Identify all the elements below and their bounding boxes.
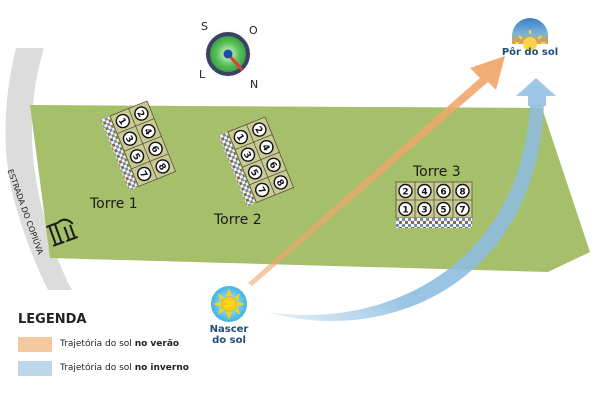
unit-marker (233, 129, 249, 145)
unit-number: 6 (440, 188, 446, 198)
compass-east-label: L (199, 68, 206, 81)
sunrise-icon (211, 286, 247, 322)
unit-number: 6 (266, 160, 278, 171)
summer-swatch (18, 336, 52, 352)
unit-marker (240, 147, 256, 162)
unit-marker (259, 139, 274, 155)
unit-number: 1 (234, 133, 246, 144)
unit-marker (436, 201, 451, 217)
unit-number: 7 (459, 206, 465, 216)
unit-marker (122, 131, 138, 146)
unit-number: 8 (459, 188, 465, 198)
unit-number: 4 (259, 143, 271, 154)
unit-marker (417, 201, 432, 217)
unit-number: 3 (241, 150, 253, 161)
unit-number: 3 (123, 134, 135, 145)
compass-center (223, 49, 233, 59)
unit-marker (398, 183, 413, 199)
summer-sun-path (248, 56, 505, 286)
unit-marker (254, 182, 270, 198)
unit-marker (136, 166, 152, 182)
unit-number: 5 (130, 152, 142, 163)
unit-number: 2 (402, 188, 408, 198)
unit-marker (247, 165, 263, 180)
gate-icon (46, 218, 78, 247)
unit-marker (115, 113, 131, 129)
unit-number: 5 (440, 206, 446, 216)
unit-number: 4 (141, 127, 153, 138)
legend-winter-prefix: Trajetória do sol (60, 363, 135, 373)
compass-south-label: S (201, 20, 208, 33)
unit-marker (273, 175, 288, 190)
winter-arrow-head (516, 78, 556, 106)
unit-number: 1 (402, 206, 408, 216)
compass-west-label: O (249, 24, 258, 37)
unit-number: 8 (274, 178, 286, 189)
sunrise-label: Nascer do sol (206, 324, 252, 346)
legend-winter-bold: no inverno (134, 363, 189, 373)
winter-swatch (18, 360, 52, 376)
terrain (30, 105, 590, 272)
unit-number: 4 (421, 188, 427, 198)
unit-marker (398, 201, 413, 217)
sunrise-label-line1: Nascer (209, 324, 249, 335)
unit-number: 6 (148, 144, 160, 155)
unit-marker (266, 157, 281, 173)
tower-3-label: Torre 3 (413, 164, 461, 180)
compass-north-label: N (250, 78, 259, 91)
legend-item-winter: Trajetória do sol no inverno (18, 359, 189, 377)
unit-marker (155, 159, 170, 174)
tower-3: 2 4 6 8 1 3 5 7 (395, 181, 473, 228)
unit-marker (455, 183, 470, 199)
unit-marker (252, 122, 267, 137)
legend-summer-bold: no verão (134, 339, 180, 349)
tower-1-label: Torre 1 (90, 196, 138, 212)
legend-summer-prefix: Trajetória do sol (60, 339, 135, 349)
unit-number: 7 (255, 185, 267, 196)
unit-number: 2 (134, 109, 146, 120)
legend-title: LEGENDA (18, 312, 87, 327)
unit-marker (436, 183, 451, 199)
unit-number: 5 (248, 168, 260, 179)
legend: LEGENDA Trajetória do sol no verão Traje… (18, 312, 189, 383)
unit-marker (134, 106, 149, 121)
tower-2-label: Torre 2 (214, 212, 262, 228)
legend-item-summer: Trajetória do sol no verão (18, 335, 189, 353)
tower-1: 12 34 56 78 (100, 100, 177, 191)
winter-sun-path (268, 105, 544, 322)
compass (202, 28, 254, 80)
road (5, 48, 72, 290)
unit-marker (417, 183, 432, 199)
unit-marker (129, 149, 145, 164)
tower-2: 12 34 56 78 (218, 116, 295, 207)
unit-number: 1 (116, 117, 128, 128)
unit-number: 8 (156, 162, 168, 173)
unit-number: 2 (252, 125, 264, 136)
sunset-icon (512, 18, 548, 51)
unit-number: 7 (137, 169, 149, 180)
unit-marker (141, 123, 156, 139)
unit-marker (148, 141, 163, 157)
unit-number: 3 (421, 206, 427, 216)
sunset-label: Pôr do sol (501, 47, 559, 58)
unit-marker (455, 201, 470, 217)
sunrise-label-line2: do sol (212, 335, 246, 346)
